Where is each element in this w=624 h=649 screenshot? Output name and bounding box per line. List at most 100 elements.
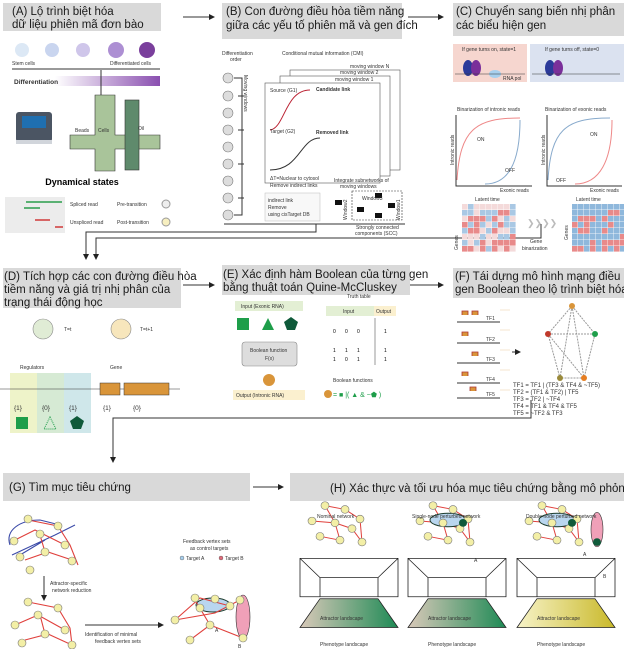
svg-text:TF1: TF1 (486, 316, 495, 322)
svg-text:{1}: {1} (14, 405, 23, 412)
svg-text:TF4: TF4 (486, 377, 495, 383)
svg-text:Dynamical states: Dynamical states (45, 177, 119, 187)
svg-text:Differentiated cells: Differentiated cells (110, 61, 152, 67)
svg-text:Stem cells: Stem cells (12, 61, 36, 67)
svg-text:A: A (583, 552, 587, 558)
svg-text:Intronic reads: Intronic reads (541, 134, 547, 165)
panel-g-header (3, 473, 250, 501)
heatmap-cell (492, 204, 498, 210)
heatmap-cell (462, 204, 468, 210)
phenotype-landscape (516, 598, 616, 628)
heatmap-cell (474, 240, 480, 246)
svg-text:Beads: Beads (75, 128, 90, 134)
heatmap-cell (608, 246, 614, 252)
boolean-rule: TF3 = TF2 | ~TF4 (513, 397, 561, 403)
heatmap-cell (480, 234, 486, 240)
heatmap-cell (584, 234, 590, 240)
heatmap-cell (572, 246, 578, 252)
svg-text:network reduction: network reduction (52, 588, 92, 594)
intronic-plot: ON OFF Exonic reads Intronic reads (450, 115, 532, 194)
heatmap-cell (498, 240, 504, 246)
boolean-rule: TF1 = TF1 | (TF3 & TF4 & ~TF5) (513, 383, 600, 389)
svg-text:Attractor landscape: Attractor landscape (320, 616, 363, 622)
heatmap-cell (602, 204, 608, 210)
heatmap-cell (462, 228, 468, 234)
heatmap-cell (486, 222, 492, 228)
network-node (537, 501, 547, 510)
svg-text:Post-transition: Post-transition (117, 220, 149, 226)
heatmap-cell (572, 222, 578, 228)
svg-text:indirect link: indirect link (268, 198, 294, 204)
heatmap-cell (596, 210, 602, 216)
svg-text:{0}: {0} (133, 405, 142, 412)
svg-text:(C) Chuyển sang biến nhị phân: (C) Chuyển sang biến nhị phân (456, 6, 615, 18)
full-network (8, 514, 79, 575)
panel-e: (E) Xác định hàm Boolean của từng gen bằ… (222, 265, 428, 400)
network-node (330, 518, 340, 528)
heatmap-cell (480, 204, 486, 210)
heatmap-cell (510, 204, 516, 210)
svg-text:1: 1 (384, 357, 387, 363)
svg-text:Oil: Oil (138, 126, 144, 132)
svg-text:bằng thuật toán Quine-McCluske: bằng thuật toán Quine-McCluskey (223, 281, 397, 294)
svg-text:OFF: OFF (505, 168, 515, 174)
svg-text:(D) Tích hợp các con đường điề: (D) Tích hợp các con đường điều hòa (4, 271, 197, 283)
heatmap-cell (480, 246, 486, 252)
read-tracks: Spliced read Pre-transition Unspliced re… (5, 197, 171, 233)
network-node (547, 518, 557, 528)
heatmap-cell (474, 210, 480, 216)
heatmap-cell (596, 234, 602, 240)
svg-text:{0}: {0} (42, 405, 51, 412)
heatmap-cell (492, 222, 498, 228)
svg-text:0: 0 (333, 329, 336, 335)
phenotype-landscape (407, 598, 507, 628)
panel-b: (B) Con đường điều hòa tiềm năng giữa cá… (222, 3, 418, 237)
heatmap-cell (590, 210, 596, 216)
svg-text:RNA pol: RNA pol (503, 76, 521, 82)
heatmap-cell (620, 240, 624, 246)
heatmap-cell (578, 228, 584, 234)
heatmap-cell (468, 204, 474, 210)
heatmap-cell (596, 228, 602, 234)
svg-text:OFF: OFF (556, 178, 566, 184)
heatmap-cell (620, 246, 624, 252)
heatmap-cell (614, 246, 620, 252)
svg-text:Output (Intronic RNA): Output (Intronic RNA) (236, 393, 284, 399)
svg-text:1: 1 (384, 348, 387, 354)
heatmap-cell (596, 222, 602, 228)
network-node (557, 505, 567, 514)
network-node (320, 501, 330, 510)
svg-text:Exonic reads: Exonic reads (590, 188, 619, 194)
heatmap-cell (510, 234, 516, 240)
heatmap-cell (620, 216, 624, 222)
svg-text:Boolean function: Boolean function (250, 348, 287, 354)
heatmap-cell (620, 204, 624, 210)
network-node (574, 537, 584, 547)
svg-text:Input (Exonic RNA): Input (Exonic RNA) (241, 304, 284, 310)
scc-diagram: Window3 Window2 Window1 (335, 190, 403, 221)
svg-text:Output: Output (376, 309, 392, 315)
heatmap-cell (462, 246, 468, 252)
svg-text:T=t+1: T=t+1 (140, 327, 153, 333)
phenotype-landscape (299, 598, 399, 628)
heatmap-cell (510, 210, 516, 216)
heatmap-cell (614, 228, 620, 234)
svg-text:(E) Xác định hàm Boolean của t: (E) Xác định hàm Boolean của từng gen (223, 269, 428, 281)
attractor-landscape (516, 558, 616, 598)
heatmap-cell (468, 240, 474, 246)
heatmap-cell (498, 210, 504, 216)
svg-text:Nominal network: Nominal network (317, 514, 355, 520)
heatmap-cell (492, 228, 498, 234)
heatmap-cell (504, 234, 510, 240)
svg-text:(F) Tái dựng mô hình mạng điều: (F) Tái dựng mô hình mạng điều hòa (455, 271, 624, 283)
heatmap-cell (504, 222, 510, 228)
heatmap-cell (614, 222, 620, 228)
svg-text:dữ liệu phiên mã đơn bào: dữ liệu phiên mã đơn bào (12, 19, 144, 31)
svg-text:moving window N: moving window N (350, 64, 390, 70)
svg-text:Target A: Target A (186, 556, 205, 562)
off-state-box (530, 44, 624, 82)
heatmap-cell (584, 216, 590, 222)
heatmap-cell (504, 246, 510, 252)
svg-text:1: 1 (345, 348, 348, 354)
heatmap-cell (584, 204, 590, 210)
